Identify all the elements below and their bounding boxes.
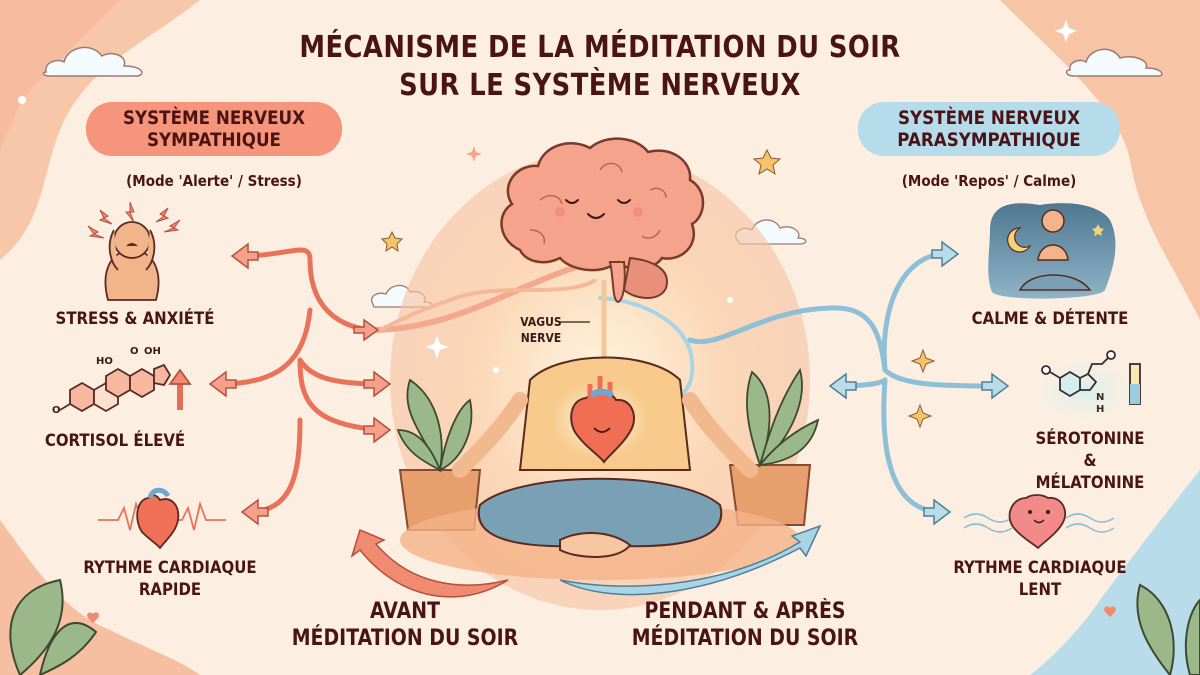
sparkle-icons: [18, 20, 1077, 373]
parasympathetic-subtitle: (Mode 'Repos' / Calme): [901, 172, 1077, 190]
after-meditation-label: PENDANT & APRÈS MÉDITATION DU SOIR: [631, 599, 859, 651]
sympathetic-arrowheads: [208, 242, 392, 526]
leaf-decoration-right: [1136, 583, 1200, 675]
after-meditation-arrow: [559, 524, 822, 596]
effect-calm-relaxation: CALME & DÉTENTE: [971, 309, 1129, 329]
molecule-label-h: H: [1096, 404, 1105, 415]
leaf-decoration-left: [9, 578, 98, 675]
molecule-label-oh: OH: [144, 346, 161, 357]
molecule-label-o-left: O: [52, 405, 61, 416]
sympathetic-heading-line2: SYMPATHIQUE: [146, 129, 281, 151]
slow-heartbeat-icon: [963, 494, 1115, 550]
heart-decoration: [1104, 606, 1116, 617]
sympathetic-subtitle: (Mode 'Alerte' / Stress): [126, 172, 302, 190]
before-meditation-label: AVANT MÉDITATION DU SOIR: [291, 599, 519, 651]
cloud-icon: [42, 46, 143, 77]
effect-stress-anxiety: STRESS & ANXIÉTÉ: [55, 309, 215, 329]
star-icons: [380, 148, 936, 429]
heart-icon: [570, 376, 635, 464]
molecule-label-n: N: [1096, 392, 1105, 403]
heart-decoration: [87, 612, 99, 623]
effect-slow-heart-rate: RYTHME CARDIAQUE LENT: [953, 558, 1127, 600]
parasympathetic-heading-line2: PARASYMPATHIQUE: [897, 129, 1081, 151]
cloud-icon: [1065, 48, 1163, 77]
parasympathetic-heading: SYSTÈME NERVEUX PARASYMPATHIQUE: [858, 102, 1120, 156]
molecule-label-ho: HO: [96, 356, 113, 367]
parasympathetic-heading-line1: SYSTÈME NERVEUX: [897, 107, 1081, 129]
meditating-person-illustration: [400, 356, 800, 580]
meditating-person-night-icon: [988, 203, 1116, 299]
page-title-line2: SUR LE SYSTÈME NERVEUX: [399, 68, 801, 103]
sympathetic-heading-line1: SYSTÈME NERVEUX: [122, 107, 306, 129]
stressed-person-icon: [87, 201, 181, 301]
corner-decoration-top-right: [1000, 0, 1200, 320]
serotonin-molecule-icon: [1041, 350, 1141, 405]
cortisol-molecule-icon: [59, 363, 192, 413]
effect-fast-heart-rate: RYTHME CARDIAQUE RAPIDE: [83, 558, 257, 600]
page-title-line1: MÉCANISME DE LA MÉDITATION DU SOIR: [299, 30, 901, 65]
plant-pot-right: [728, 367, 820, 526]
effect-serotonin-melatonin: SÉROTONINE & MÉLATONINE: [1035, 429, 1145, 493]
sympathetic-heading: SYSTÈME NERVEUX SYMPATHIQUE: [86, 102, 342, 156]
fast-heartbeat-icon: [98, 487, 226, 550]
vagus-nerve-label: VAGUS NERVE: [520, 315, 562, 345]
brain-icon: [500, 137, 705, 304]
molecule-label-o: O: [130, 346, 139, 357]
before-meditation-arrow: [350, 528, 509, 598]
parasympathetic-arrowheads: [828, 240, 1010, 526]
effect-cortisol: CORTISOL ÉLEVÉ: [44, 431, 186, 451]
